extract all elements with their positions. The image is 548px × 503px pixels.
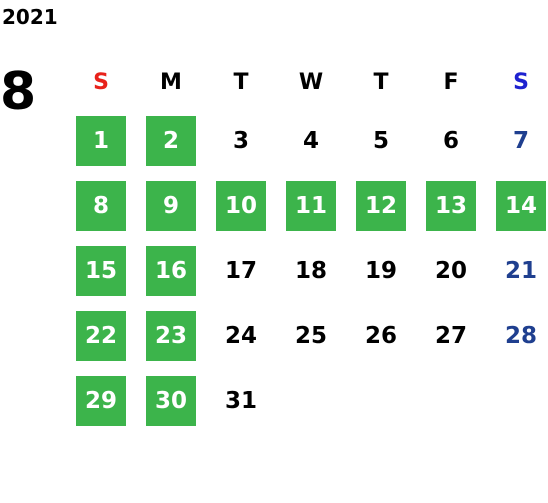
year-label: 2021	[2, 5, 58, 29]
week-row: 15 16 17 18 19 20 21	[66, 238, 548, 303]
date-cell[interactable]: 2	[146, 115, 196, 166]
day-slot-tuesday: 10	[206, 173, 276, 238]
day-slot-monday: 9	[136, 173, 206, 238]
weekday-wednesday: W	[298, 69, 324, 95]
day-slot-wednesday: 11	[276, 173, 346, 238]
weekday-friday: F	[443, 69, 459, 95]
day-slot-friday: 13	[416, 173, 486, 238]
day-slot-wednesday: 18	[276, 238, 346, 303]
day-slot-wednesday: 25	[276, 303, 346, 368]
weekday-tuesday: T	[233, 69, 249, 95]
date-cell[interactable]: 3	[232, 127, 249, 154]
month-number: 8	[0, 62, 37, 122]
day-slot-monday: 16	[136, 238, 206, 303]
day-slot-sunday: 1	[66, 108, 136, 173]
day-slot-sunday: 8	[66, 173, 136, 238]
date-cell[interactable]: 29	[76, 375, 126, 426]
week-row: 29 30 31	[66, 368, 548, 433]
day-slot-saturday: 21	[486, 238, 548, 303]
date-cell[interactable]: 5	[372, 127, 389, 154]
weekday-header-row: S M T W T F S	[66, 56, 548, 108]
day-slot-thursday	[346, 368, 416, 433]
date-cell[interactable]: 11	[286, 180, 336, 231]
date-cell[interactable]: 31	[224, 387, 257, 414]
day-slot-saturday	[486, 368, 548, 433]
day-slot-friday: 6	[416, 108, 486, 173]
date-cell[interactable]: 20	[434, 257, 467, 284]
date-cell[interactable]: 25	[294, 322, 327, 349]
date-cell[interactable]: 30	[146, 375, 196, 426]
day-slot-monday: 2	[136, 108, 206, 173]
day-slot-thursday: 19	[346, 238, 416, 303]
day-slot-tuesday: 3	[206, 108, 276, 173]
date-cell[interactable]: 4	[302, 127, 319, 154]
weekday-saturday: S	[513, 69, 529, 95]
date-cell[interactable]: 28	[504, 322, 537, 349]
day-slot-monday: 30	[136, 368, 206, 433]
date-cell[interactable]: 16	[146, 245, 196, 296]
date-cell[interactable]: 1	[76, 115, 126, 166]
day-slot-saturday: 7	[486, 108, 548, 173]
weekday-thursday: T	[373, 69, 389, 95]
day-slot-tuesday: 31	[206, 368, 276, 433]
date-cell[interactable]: 22	[76, 310, 126, 361]
day-slot-tuesday: 24	[206, 303, 276, 368]
weekday-monday: M	[160, 69, 182, 95]
day-slot-friday	[416, 368, 486, 433]
day-slot-sunday: 22	[66, 303, 136, 368]
day-slot-saturday: 14	[486, 173, 548, 238]
date-cell[interactable]: 7	[512, 127, 529, 154]
date-cell[interactable]: 12	[356, 180, 406, 231]
day-slot-thursday: 26	[346, 303, 416, 368]
date-cell[interactable]: 24	[224, 322, 257, 349]
day-slot-sunday: 29	[66, 368, 136, 433]
day-slot-thursday: 5	[346, 108, 416, 173]
week-row: 22 23 24 25 26 27 28	[66, 303, 548, 368]
weekday-sunday: S	[93, 69, 109, 95]
date-cell[interactable]: 23	[146, 310, 196, 361]
date-cell[interactable]: 15	[76, 245, 126, 296]
date-cell[interactable]: 27	[434, 322, 467, 349]
day-slot-tuesday: 17	[206, 238, 276, 303]
day-slot-sunday: 15	[66, 238, 136, 303]
day-slot-monday: 23	[136, 303, 206, 368]
date-cell[interactable]: 14	[496, 180, 546, 231]
date-cell[interactable]: 21	[504, 257, 537, 284]
date-cell[interactable]: 8	[76, 180, 126, 231]
date-cell[interactable]: 10	[216, 180, 266, 231]
day-slot-saturday: 28	[486, 303, 548, 368]
date-cell[interactable]: 26	[364, 322, 397, 349]
date-cell[interactable]: 9	[146, 180, 196, 231]
day-slot-friday: 20	[416, 238, 486, 303]
day-slot-friday: 27	[416, 303, 486, 368]
date-cell[interactable]: 19	[364, 257, 397, 284]
day-slot-wednesday: 4	[276, 108, 346, 173]
date-cell[interactable]: 13	[426, 180, 476, 231]
date-cell[interactable]: 6	[442, 127, 459, 154]
date-cell[interactable]: 17	[224, 257, 257, 284]
day-slot-thursday: 12	[346, 173, 416, 238]
date-cell[interactable]: 18	[294, 257, 327, 284]
day-slot-wednesday	[276, 368, 346, 433]
